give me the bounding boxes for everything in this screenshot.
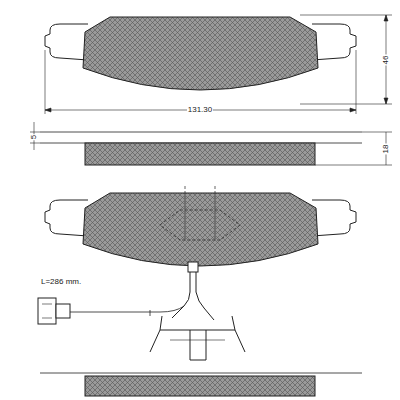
dimension-value: 5 — [30, 134, 38, 140]
dimension-lines — [45, 15, 392, 114]
wire-length-note: L=286 mm. — [40, 278, 82, 286]
dimension-value: 18 — [382, 144, 390, 155]
pad-side-view-bottom — [40, 373, 362, 396]
pad-with-sensor — [38, 186, 356, 360]
dimension-value: 131.30 — [187, 106, 213, 114]
pad-side-view — [30, 122, 392, 165]
dimension-value: 46 — [382, 55, 390, 66]
pad-front-view — [45, 17, 356, 90]
